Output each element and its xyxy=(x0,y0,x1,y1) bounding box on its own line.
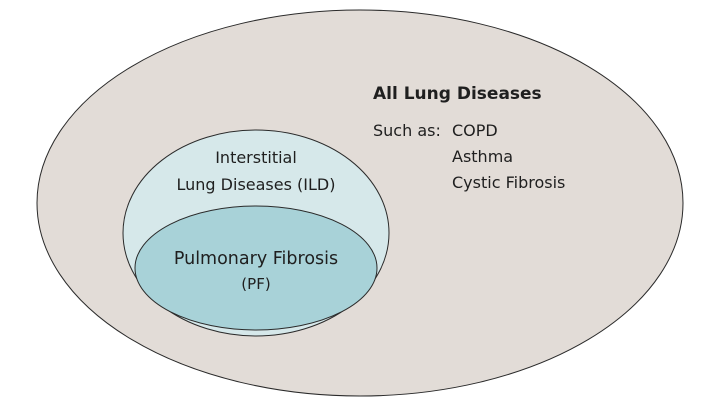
all-lung-diseases-title: All Lung Diseases xyxy=(373,84,542,104)
such-as-label: Such as: xyxy=(373,121,441,140)
pf-label-line2: (PF) xyxy=(241,275,270,293)
pf-ellipse xyxy=(134,205,378,331)
pf-label-line1: Pulmonary Fibrosis xyxy=(174,249,338,269)
example-cystic-fibrosis: Cystic Fibrosis xyxy=(452,173,565,192)
example-asthma: Asthma xyxy=(452,147,513,166)
ild-label-line1: Interstitial xyxy=(215,148,297,167)
ild-label-line2: Lung Diseases (ILD) xyxy=(177,175,336,194)
example-copd: COPD xyxy=(452,121,498,140)
